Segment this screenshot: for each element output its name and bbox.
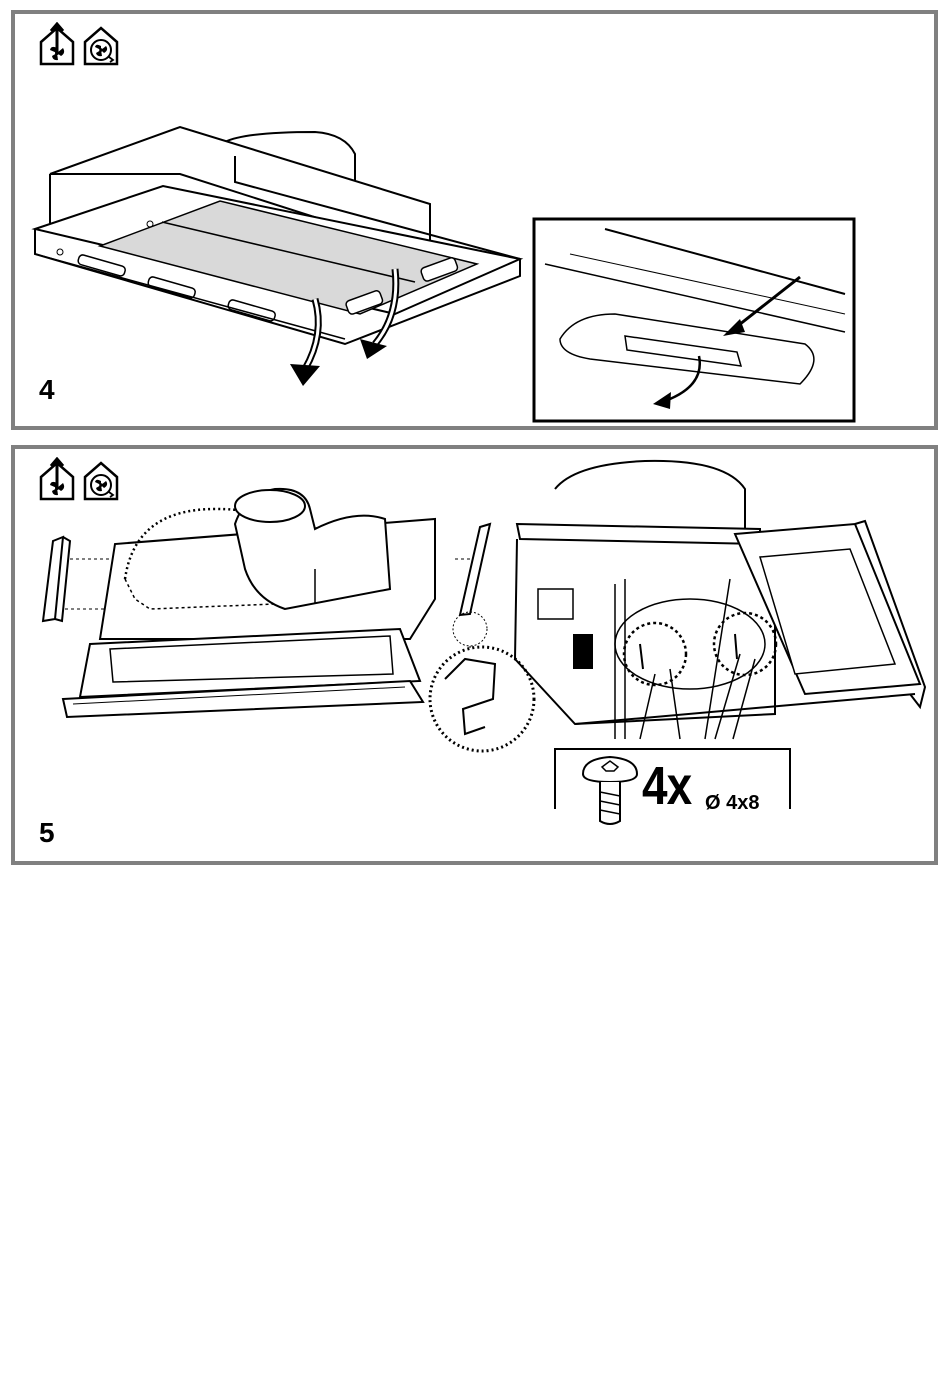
screw-size: Ø 4x8: [705, 793, 759, 813]
screw-quantity: 4x: [642, 759, 691, 813]
step-4-panel: 4: [11, 10, 938, 430]
step-number: 5: [39, 819, 55, 847]
hood-filter-removal-illustration: [15, 14, 934, 426]
blower-removal-illustration: [15, 449, 934, 861]
step-number: 4: [39, 376, 55, 404]
step-5-panel: 4x Ø 4x8 5: [11, 445, 938, 865]
